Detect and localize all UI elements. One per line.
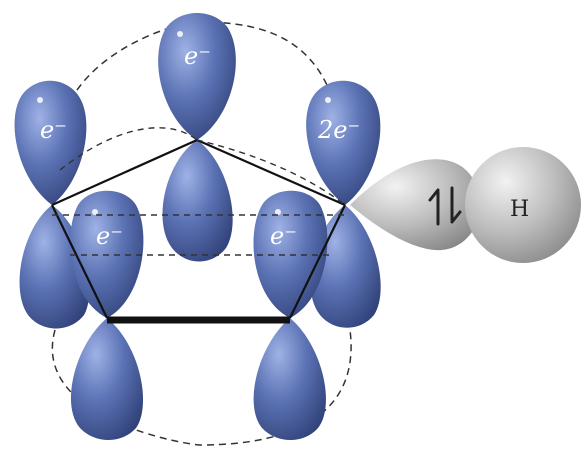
- p-orbital-lobe-left-upper: [14, 80, 87, 205]
- label-electron-inner-right: e⁻: [270, 222, 297, 250]
- hydrogen-sigma-lobe: [350, 159, 481, 251]
- label-electron-left: e⁻: [40, 116, 67, 144]
- hydrogen-s-orbital: [465, 147, 581, 263]
- lower-dashed-loop: [51, 329, 352, 446]
- inner-dashed-lines: [52, 127, 346, 256]
- label-electron-inner-left: e⁻: [96, 222, 123, 250]
- p-orbital-lobe-bottom-left: [70, 318, 144, 440]
- label-hydrogen: H: [510, 197, 529, 222]
- label-electron-top: e⁻: [184, 42, 211, 70]
- p-orbital-lobe-top-lower: [162, 140, 233, 262]
- up-down-arrows-icon: [428, 186, 462, 226]
- p-orbital-lobe-right-upper: [306, 80, 381, 205]
- p-orbital-lobe-bottom-right: [253, 318, 326, 440]
- p-orbital-lobe-top-upper: [158, 13, 236, 140]
- orbital-highlights: [37, 31, 331, 215]
- p-orbital-lobe-right-lower: [310, 205, 381, 328]
- label-electron-right-pair: 2e⁻: [317, 116, 360, 144]
- pentagon-ring: [51, 138, 346, 324]
